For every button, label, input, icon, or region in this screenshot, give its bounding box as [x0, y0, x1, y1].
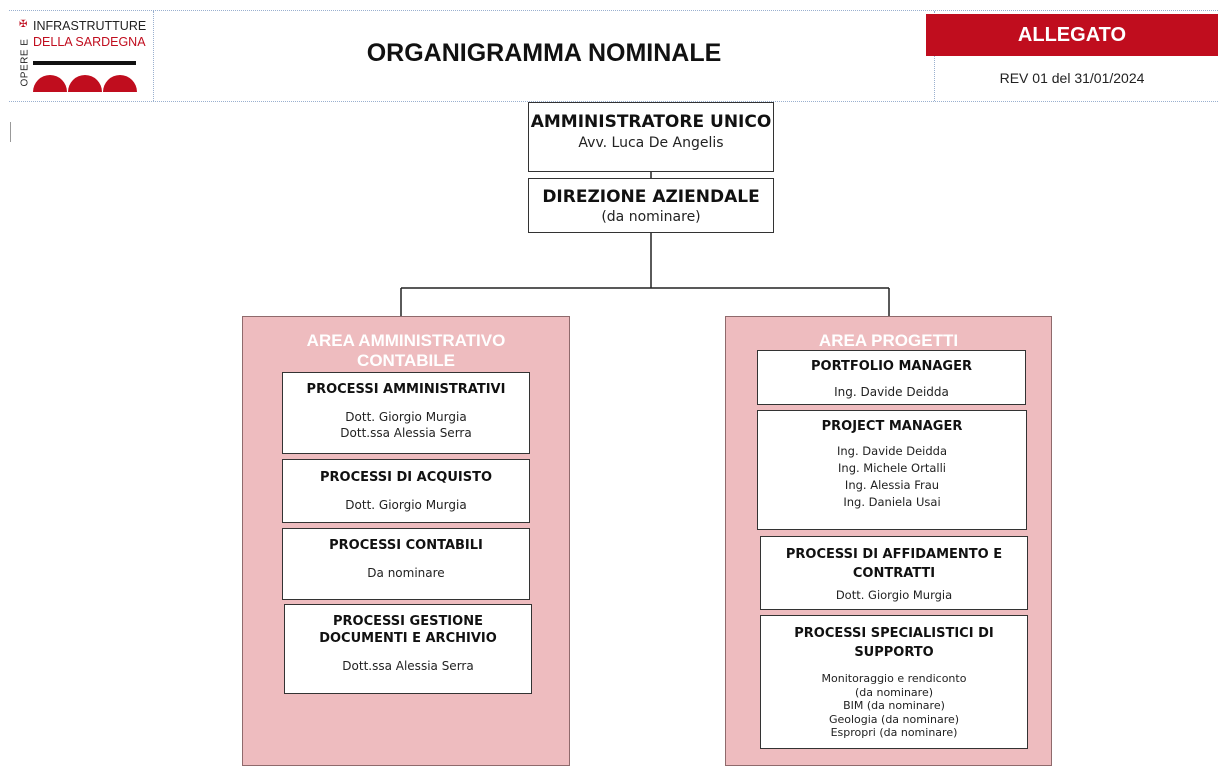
box-line: Dott. Giorgio Murgia — [345, 498, 467, 512]
box-line: Ing. Davide Deidda — [837, 444, 947, 458]
cross-icon: ✠ — [19, 19, 28, 30]
logo-domes-icon — [33, 75, 137, 92]
box-title: PROCESSI AMMINISTRATIVI — [306, 382, 506, 397]
box-line: Dott.ssa Alessia Serra — [340, 426, 472, 440]
box-processi-di-acquisto: PROCESSI DI ACQUISTO Dott. Giorgio Murgi… — [282, 459, 530, 523]
box-title: PORTFOLIO MANAGER — [810, 359, 972, 374]
box-line: BIM (da nominare) — [843, 699, 945, 712]
box-title: AMMINISTRATORE UNICO — [530, 112, 772, 132]
allegato-badge: ALLEGATO — [926, 14, 1218, 56]
box-line: Dott.ssa Alessia Serra — [342, 659, 474, 673]
logo-bar — [33, 61, 136, 65]
page-title: ORGANIGRAMMA NOMINALE — [366, 39, 722, 67]
header-divider — [153, 11, 154, 101]
box-amministratore-unico: AMMINISTRATORE UNICO Avv. Luca De Angeli… — [528, 102, 774, 172]
box-line: Espropri (da nominare) — [830, 726, 958, 739]
box-title: DIREZIONE AZIENDALE — [542, 187, 760, 207]
text-cursor — [10, 122, 11, 142]
logo-line-2: DELLA SARDEGNA — [33, 35, 146, 49]
box-processi-amministrativi: PROCESSI AMMINISTRATIVI Dott. Giorgio Mu… — [282, 372, 530, 454]
box-title: PROCESSI CONTABILI — [329, 538, 483, 553]
header-divider — [934, 11, 935, 101]
box-name: (da nominare) — [601, 209, 701, 225]
box-line: Geologia (da nominare) — [828, 712, 960, 726]
box-line: Da nominare — [367, 566, 445, 580]
box-direzione-aziendale: DIREZIONE AZIENDALE (da nominare) — [528, 178, 774, 233]
box-portfolio-manager: PORTFOLIO MANAGER Ing. Davide Deidda — [757, 350, 1026, 405]
box-title: PROCESSI SPECIALISTICI DI SUPPORTO — [794, 626, 994, 660]
revision-text: REV 01 del 31/01/2024 — [999, 70, 1145, 86]
box-line: Ing. Alessia Frau — [844, 478, 940, 492]
box-title: PROJECT MANAGER — [821, 419, 963, 434]
area-title: AREA AMMINISTRATIVO CONTABILE — [306, 331, 506, 370]
box-line: Monitoraggio e rendiconto — [821, 672, 967, 685]
box-title: PROCESSI GESTIONE DOCUMENTI E ARCHIVIO — [319, 614, 497, 646]
box-name: Avv. Luca De Angelis — [578, 135, 724, 151]
document-header: ✠ OPERE E INFRASTRUTTURE DELLA SARDEGNA … — [9, 10, 1218, 102]
box-processi-contabili: PROCESSI CONTABILI Da nominare — [282, 528, 530, 600]
box-line: Dott. Giorgio Murgia — [345, 410, 467, 424]
company-logo: ✠ OPERE E INFRASTRUTTURE DELLA SARDEGNA — [13, 15, 149, 97]
logo-line-1: INFRASTRUTTURE — [33, 19, 147, 33]
box-title: PROCESSI DI AFFIDAMENTO E CONTRATTI — [785, 547, 1003, 581]
box-line: Dott. Giorgio Murgia — [835, 588, 953, 602]
area-title: AREA PROGETTI — [818, 331, 959, 350]
box-line: Ing. Davide Deidda — [834, 385, 949, 399]
box-title: PROCESSI DI ACQUISTO — [320, 470, 492, 485]
box-processi-specialistici-supporto: PROCESSI SPECIALISTICI DI SUPPORTO Monit… — [760, 615, 1028, 749]
box-processi-affidamento-contratti: PROCESSI DI AFFIDAMENTO E CONTRATTI Dott… — [760, 536, 1028, 610]
box-line: Ing. Michele Ortalli — [838, 461, 946, 475]
box-project-manager: PROJECT MANAGER Ing. Davide Deidda Ing. … — [757, 410, 1027, 530]
box-line: (da nominare) — [854, 685, 934, 699]
box-line: Ing. Daniela Usai — [843, 495, 941, 509]
box-processi-gestione-documenti: PROCESSI GESTIONE DOCUMENTI E ARCHIVIO D… — [284, 604, 532, 694]
